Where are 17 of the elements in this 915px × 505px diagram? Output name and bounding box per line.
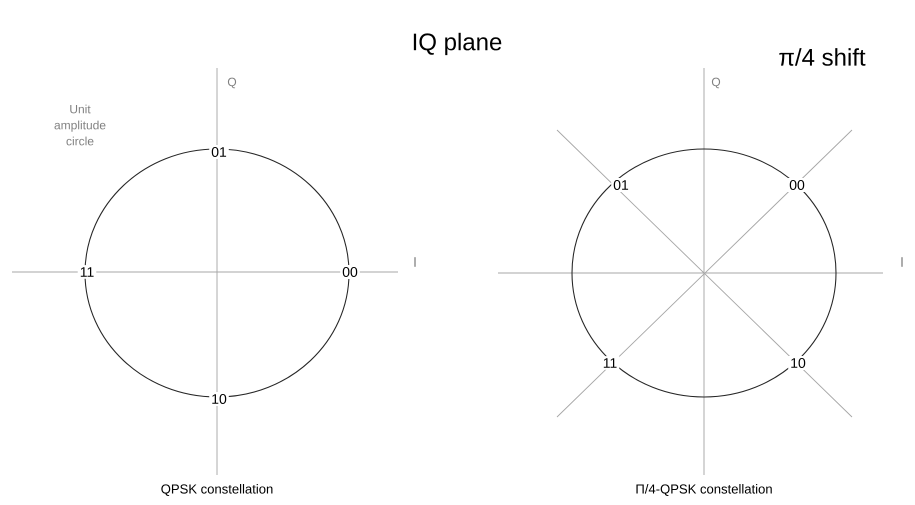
axis-label: I <box>898 255 906 269</box>
annotation-text: π/4 shift <box>776 46 868 68</box>
axis-label: I <box>411 255 419 269</box>
annotation-text: Unit amplitude circle <box>47 102 113 148</box>
point-label: 11 <box>600 356 620 370</box>
point-label: 10 <box>209 392 229 406</box>
caption-text: QPSK constellation <box>158 482 276 498</box>
axis-label: Q <box>709 76 723 90</box>
point-label: 10 <box>788 356 808 370</box>
caption-text: Π/4-QPSK constellation <box>633 482 775 498</box>
axis-label: Q <box>225 76 239 90</box>
point-label: 00 <box>787 178 807 192</box>
title-text: IQ plane <box>410 30 504 58</box>
point-label: 01 <box>611 178 631 192</box>
point-label: 11 <box>78 265 96 279</box>
point-label: 00 <box>340 265 360 279</box>
point-label: 01 <box>209 145 229 159</box>
